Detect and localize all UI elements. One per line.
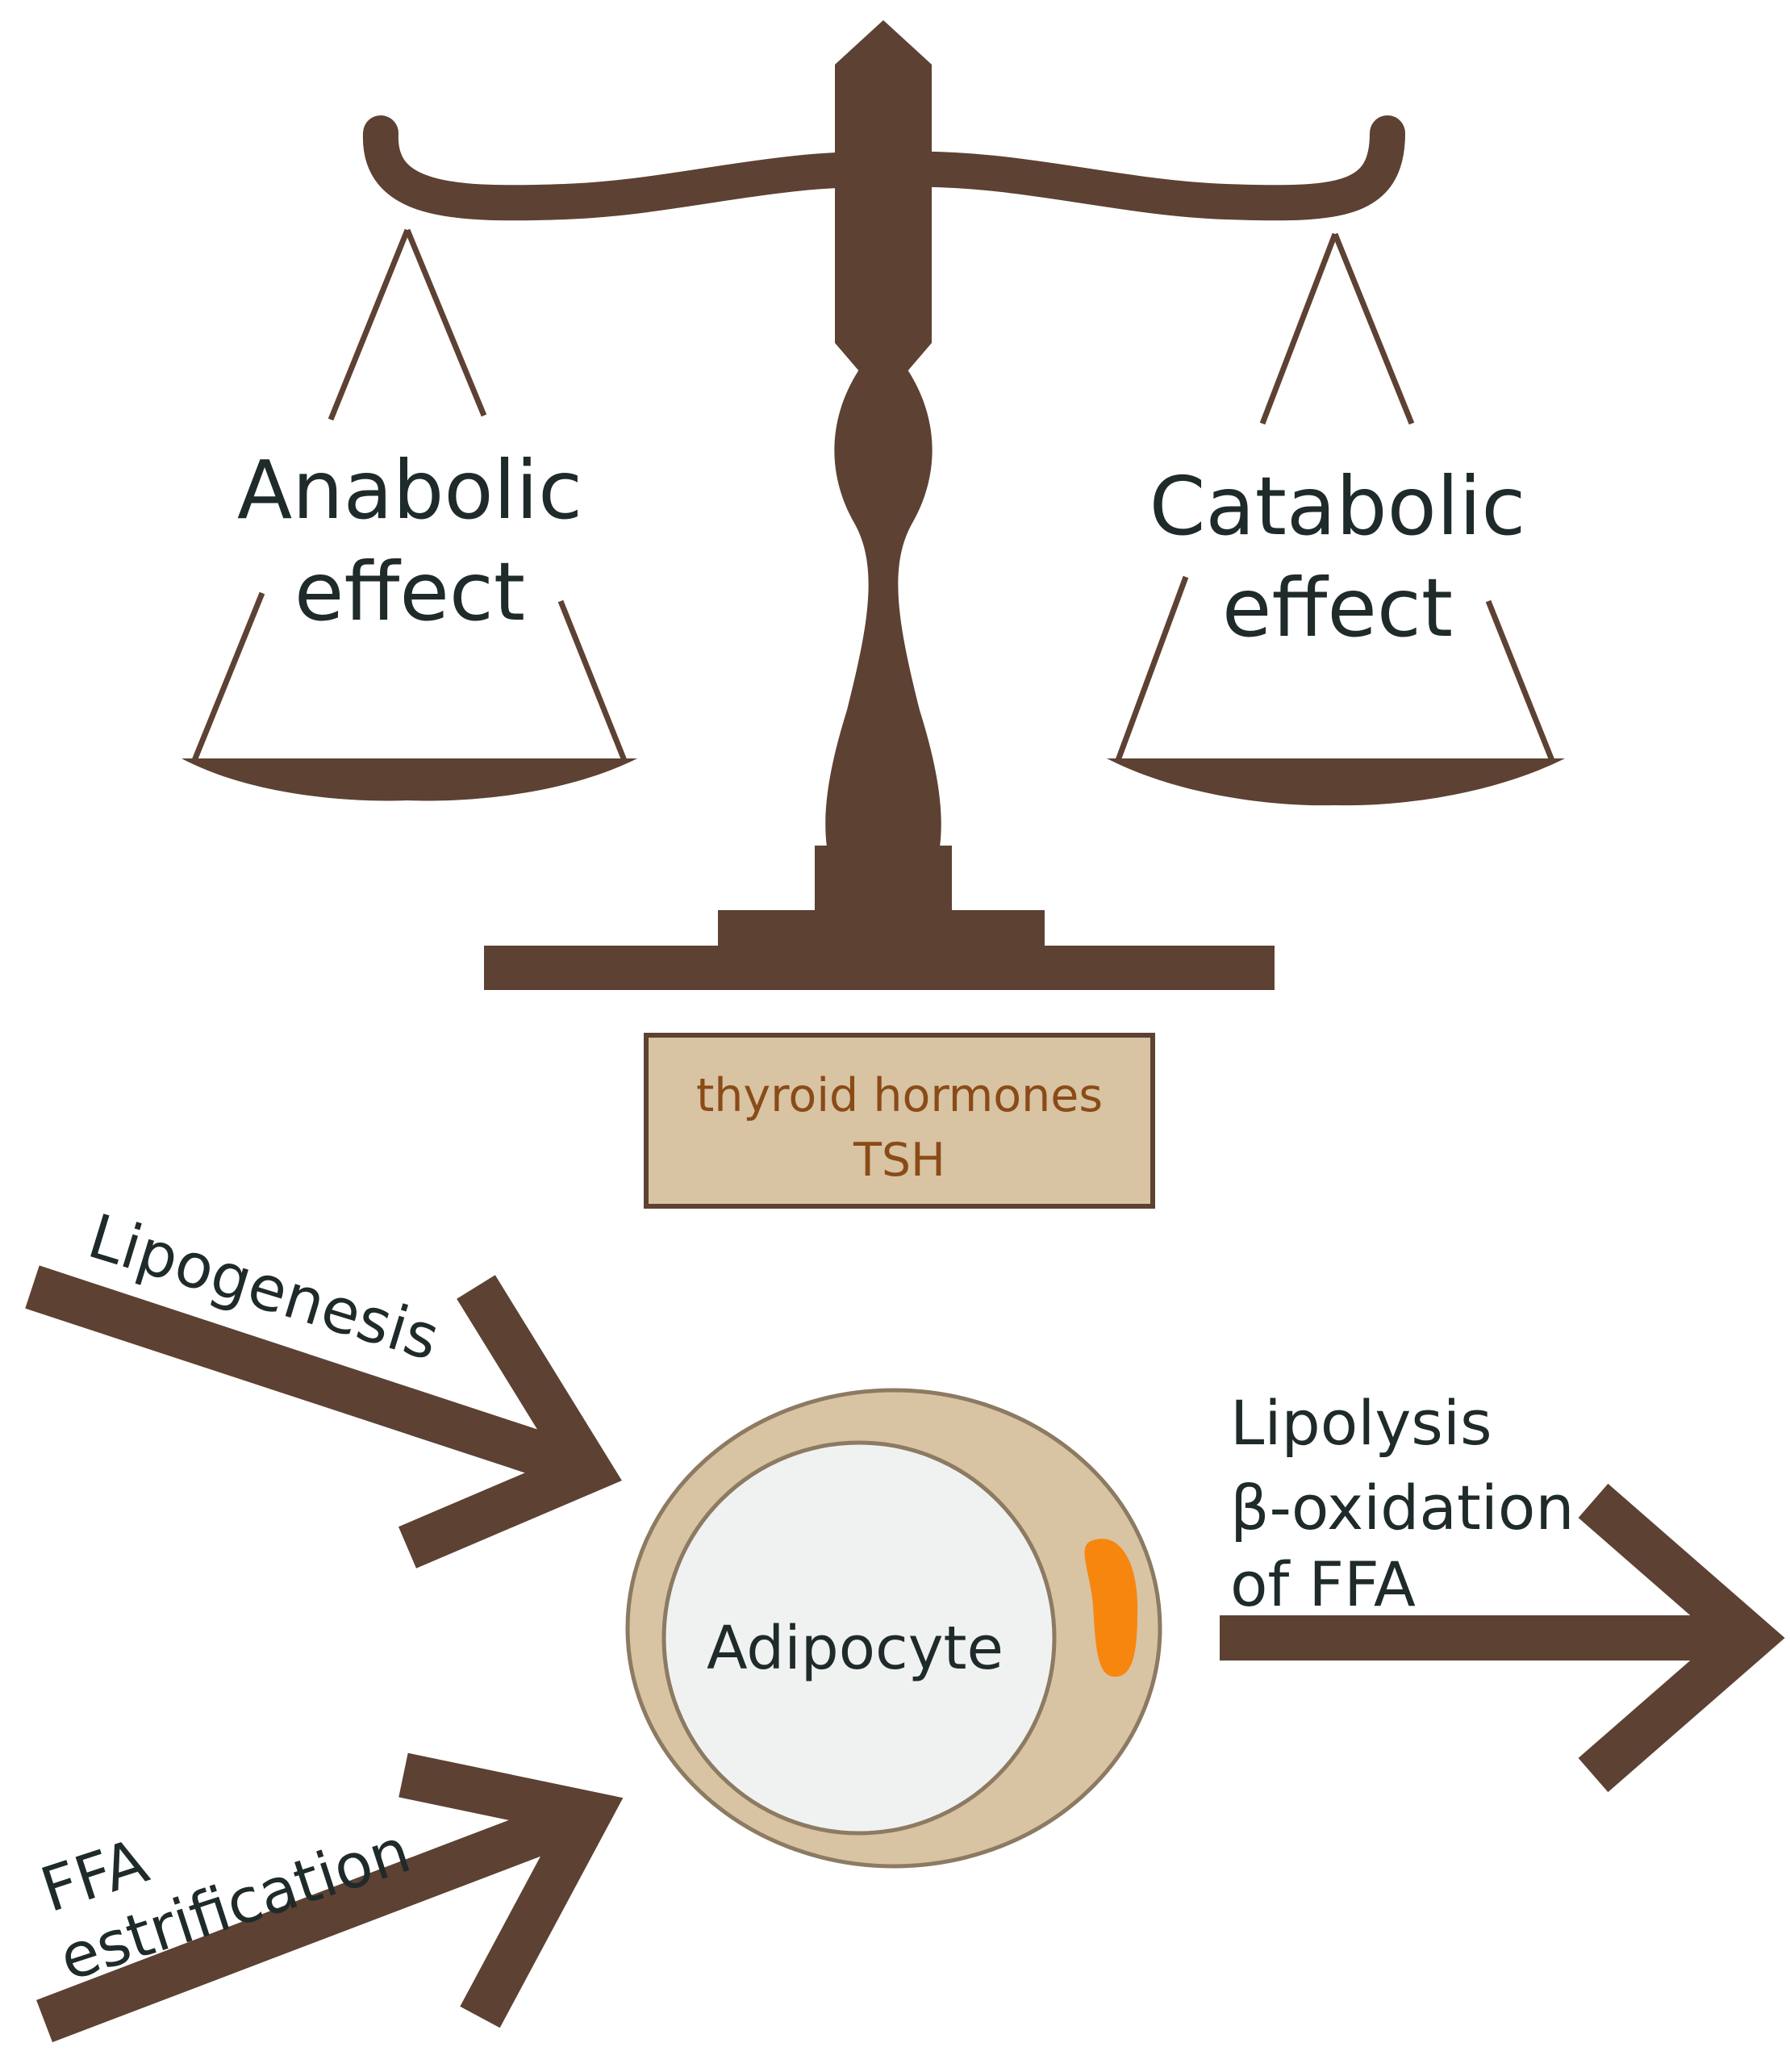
lipolysis-arrow xyxy=(1220,1483,1785,1793)
adipocyte: Adipocyte xyxy=(625,1388,1162,1869)
scale-base-middle xyxy=(718,910,1045,950)
anabolic-label-line-2: effect xyxy=(294,545,525,639)
catabolic-label-line-1: Catabolic xyxy=(1150,459,1526,554)
adipocyte-nucleus xyxy=(1084,1539,1138,1677)
regulator-line-hormones: thyroid hormones xyxy=(696,1069,1103,1122)
right-pan xyxy=(1107,758,1565,806)
scale-base-top xyxy=(815,846,952,914)
estrification-arrow xyxy=(36,1752,624,2043)
balance-scale xyxy=(182,20,1565,990)
regulator-box-frame xyxy=(644,1033,1155,1209)
catabolic-label-line-2: effect xyxy=(1222,561,1453,655)
scale-pillar-neck xyxy=(835,343,932,371)
adipocyte-lipid-droplet xyxy=(661,1440,1057,1836)
anabolic-label-line-1: Anabolic xyxy=(237,443,582,537)
adipocyte-label: Adipocyte xyxy=(707,1614,1003,1683)
lipolysis-label-line-2: β-oxidation xyxy=(1230,1472,1575,1544)
scale-upper-pillar xyxy=(835,65,932,343)
lipogenesis-arrow xyxy=(25,1265,622,1569)
lipolysis-label-line-3: of FFA xyxy=(1230,1548,1416,1620)
lipolysis-label-line-1: Lipolysis xyxy=(1230,1387,1492,1459)
scale-stem xyxy=(825,370,941,847)
left-pan xyxy=(182,758,637,801)
left-pan-strings xyxy=(190,228,628,764)
regulator-box: thyroid hormones TSH xyxy=(644,1033,1155,1209)
regulator-line-tsh: TSH xyxy=(853,1134,945,1187)
right-pan-strings xyxy=(1114,232,1556,764)
scale-base-bottom xyxy=(484,946,1275,990)
